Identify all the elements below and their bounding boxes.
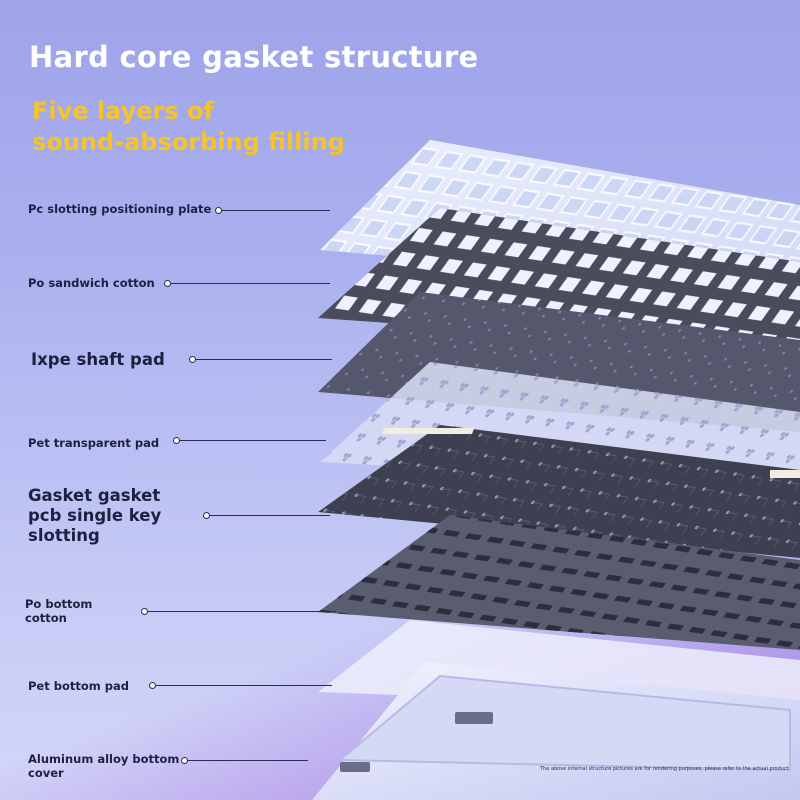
label-po-sandwich: Po sandwich cotton [28,276,155,290]
label-pet-transparent: Pet transparent pad [28,436,160,450]
label-po-bottom: Po bottom cotton [25,597,92,625]
label-gasket-pcb-line-3: slotting [28,526,100,545]
leader-po-sandwich [164,280,330,287]
leader-po-bottom [141,608,336,615]
label-gasket-pcb-line-1: Gasket gasket [28,486,161,505]
gasket-pcb-layer [318,425,800,558]
page-title: Hard core gasket structure [29,40,479,74]
subtitle-line-1: Five layers of [32,97,214,125]
leader-pet-bottom [149,682,332,689]
leader-ixpe [189,356,332,363]
po-bottom-layer [318,515,800,650]
subtitle-line-2: sound-absorbing filling [32,128,345,156]
leader-aluminum [181,757,308,764]
leader-pet-transparent [173,437,326,444]
label-aluminum: Aluminum alloy bottom cover [28,752,179,780]
leader-gasket-pcb [203,512,330,519]
label-po-bottom-line-2: cotton [25,611,67,625]
label-gasket-pcb-line-2: pcb single key [28,506,162,525]
label-pet-bottom: Pet bottom pad [28,679,129,693]
label-pc-plate: Pc slotting positioning plate [28,202,212,216]
aluminum-cover-layer [312,662,800,800]
label-ixpe: Ixpe shaft pad [31,350,165,369]
page-subtitle: Five layers of sound-absorbing filling [32,96,345,158]
label-aluminum-line-2: cover [28,766,64,780]
label-gasket-pcb: Gasket gasket pcb single key slotting [28,486,161,546]
disclaimer-text: The above internal structure pictures ar… [540,766,789,772]
label-po-bottom-line-1: Po bottom [25,597,93,611]
label-aluminum-line-1: Aluminum alloy bottom [28,752,180,766]
leader-pc-plate [215,207,330,214]
